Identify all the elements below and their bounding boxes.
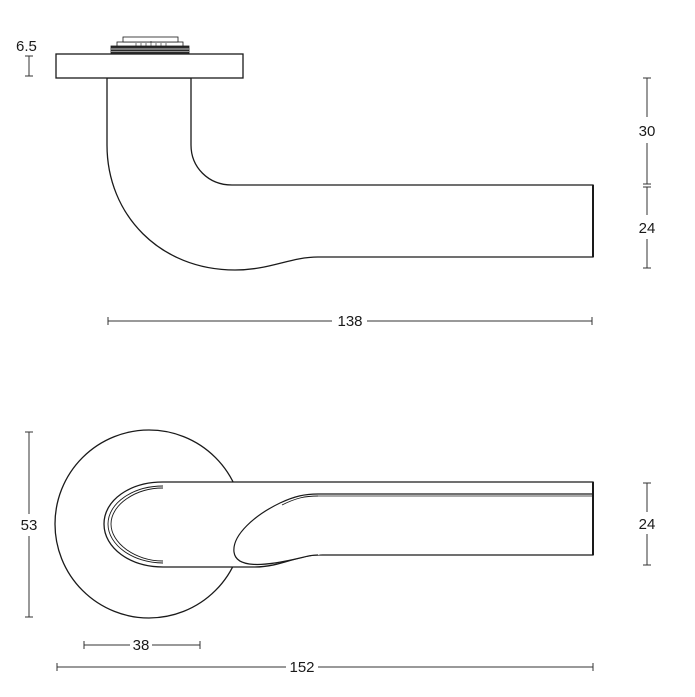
side-view: 6.5 30 24 138 — [16, 36, 656, 330]
dim-label-rosette-thickness: 6.5 — [16, 38, 37, 55]
side-view-rosette-plate — [55, 53, 244, 79]
dim-overall-length: 152 — [56, 659, 594, 676]
dim-label-neck-height: 30 — [639, 123, 656, 140]
dim-lever-width: 24 — [639, 482, 656, 566]
dim-label-lever-height: 24 — [639, 220, 656, 237]
dim-rosette-diameter: 53 — [21, 431, 38, 618]
top-view-neck-outline-inner — [110, 487, 164, 562]
dim-rosette-offset: 38 — [83, 637, 201, 654]
top-view-grip-edge-curve — [281, 495, 319, 506]
dim-label-rosette-diameter: 53 — [21, 517, 38, 534]
dim-label-rosette-offset: 38 — [133, 637, 150, 654]
dim-neck-height: 30 — [639, 77, 656, 185]
dim-projection: 138 — [107, 313, 593, 330]
side-view-spindle-detail — [110, 36, 190, 55]
dim-label-overall-length: 152 — [289, 659, 314, 676]
top-view: 53 24 38 152 — [21, 429, 656, 676]
top-view-neck-outline — [107, 485, 164, 564]
dim-lever-height: 24 — [639, 186, 656, 269]
dim-label-lever-width: 24 — [639, 516, 656, 533]
dim-label-projection: 138 — [337, 313, 362, 330]
top-view-grip-scoop — [233, 493, 593, 565]
dim-rosette-thickness: 6.5 — [16, 38, 37, 77]
side-view-handle-outline — [106, 77, 594, 271]
